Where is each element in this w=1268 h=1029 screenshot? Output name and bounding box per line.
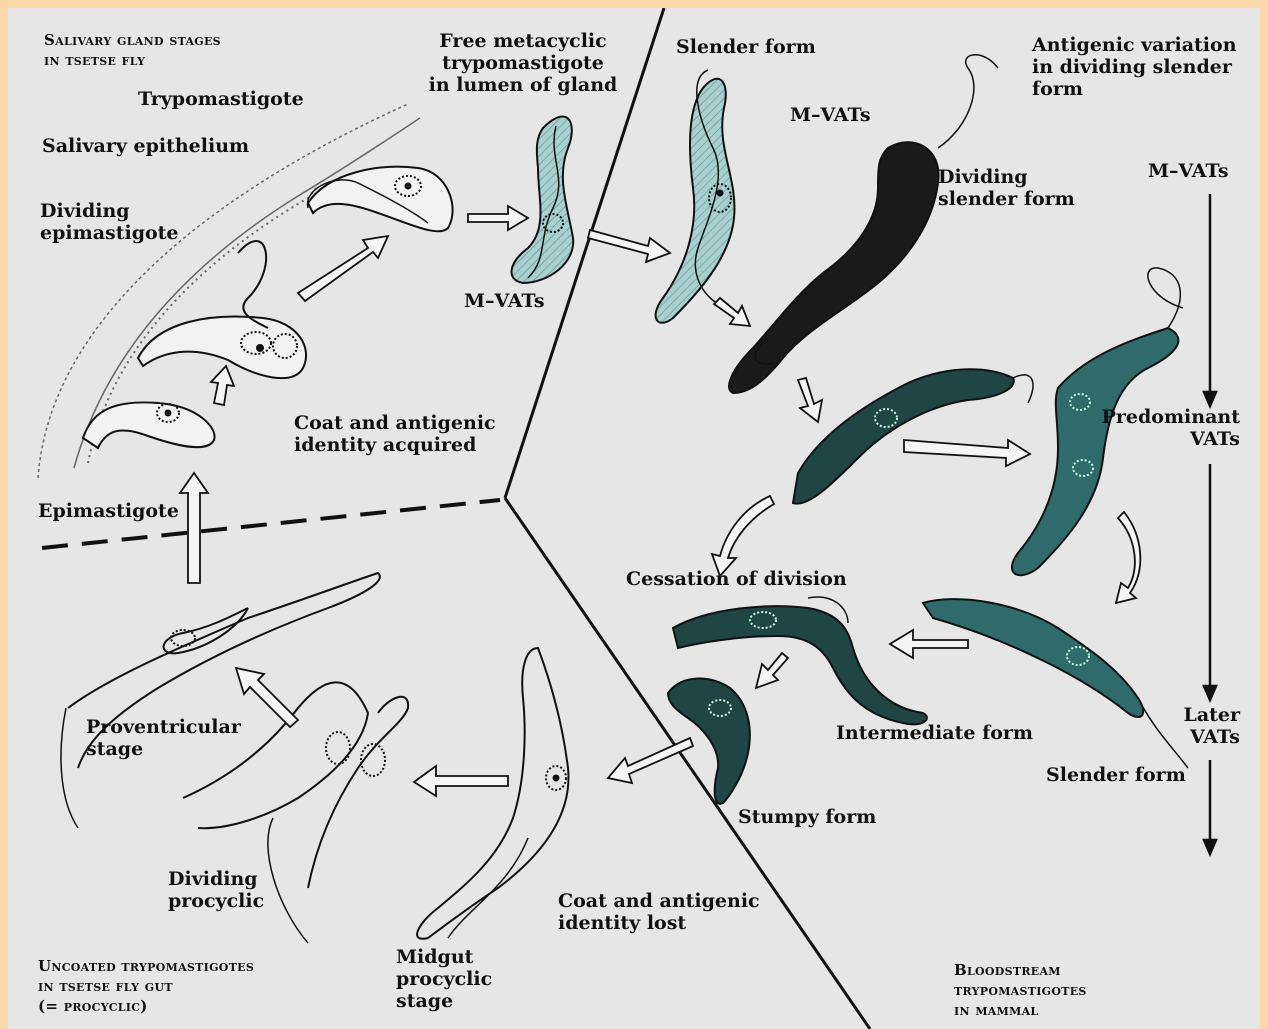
arrow-midgut-to-dividing xyxy=(414,766,508,796)
arrow-to-later xyxy=(1116,512,1140,603)
arrow-epimastigote-up xyxy=(180,473,208,583)
label-predominant-vats: Predominant VATs xyxy=(1068,406,1240,450)
metacyclic-organism xyxy=(512,117,574,283)
arrow-to-metacyclic xyxy=(468,206,528,230)
epimastigote-cell xyxy=(83,402,215,448)
stumpy-organism xyxy=(668,678,750,803)
label-stumpy: Stumpy form xyxy=(738,806,876,828)
label-m-vats-right: M–VATs xyxy=(1148,160,1229,182)
slender-form-top-organism xyxy=(656,70,735,323)
arrow-to-stumpy xyxy=(756,653,788,688)
label-intermediate: Intermediate form xyxy=(836,722,1033,744)
label-m-vats-mid: M–VATs xyxy=(790,104,871,126)
label-coat-lost: Coat and antigenic identity lost xyxy=(558,890,760,934)
vat-timeline-arrow xyxy=(1204,194,1216,854)
label-free-metacyclic: Free metacyclic trypomastigote in lumen … xyxy=(418,30,628,96)
dividing-epimastigote-cell xyxy=(138,317,306,379)
label-epimastigote: Epimastigote xyxy=(38,500,179,522)
label-uncoated: Uncoated trypomastigotes in tsetse fly g… xyxy=(38,956,254,1016)
arrow-stumpy-to-midgut xyxy=(608,738,693,783)
arrow-to-slender xyxy=(588,230,670,262)
arrow-to-cessation xyxy=(712,496,774,576)
arrow-dividing-to-proventricular xyxy=(236,668,298,727)
arrow-to-dividing-slender xyxy=(714,298,750,326)
label-cessation: Cessation of division xyxy=(626,568,847,590)
label-trypomastigote: Trypomastigote xyxy=(138,88,304,110)
dividing-dark-organism xyxy=(793,369,1033,503)
label-dividing-procyclic: Dividing procyclic xyxy=(168,868,264,912)
label-salivary-stages: Salivary gland stages in tsetse fly xyxy=(44,30,221,70)
label-slender-form-bottom: Slender form xyxy=(1046,764,1186,786)
label-salivary-epithelium: Salivary epithelium xyxy=(42,135,249,157)
label-midgut-procyclic: Midgut procyclic stage xyxy=(396,946,492,1012)
label-antigenic-variation: Antigenic variation in dividing slender … xyxy=(1032,34,1237,100)
arrow-to-trypo xyxy=(298,236,388,301)
label-dividing-epimastigote: Dividing epimastigote xyxy=(40,200,179,244)
arrow-to-intermediate xyxy=(890,630,968,658)
arrow-to-predominant xyxy=(904,440,1030,466)
arrow-to-dark xyxy=(798,378,822,422)
cycle-arrows xyxy=(180,206,1140,796)
label-m-vats-gland: M–VATs xyxy=(464,290,545,312)
midgut-procyclic-cell xyxy=(417,648,568,939)
arrow-to-dividing xyxy=(211,366,234,405)
diagram-canvas: Salivary gland stages in tsetse fly Tryp… xyxy=(8,8,1260,1029)
label-bloodstream: Bloodstream trypomastigotes in mammal xyxy=(954,960,1087,1020)
label-later-vats: Later VATs xyxy=(1128,704,1240,748)
label-coat-acquired: Coat and antigenic identity acquired xyxy=(294,412,496,456)
label-slender-form-top: Slender form xyxy=(676,36,816,58)
label-proventricular: Proventricular stage xyxy=(86,716,241,760)
label-dividing-slender: Dividing slender form xyxy=(938,166,1075,210)
